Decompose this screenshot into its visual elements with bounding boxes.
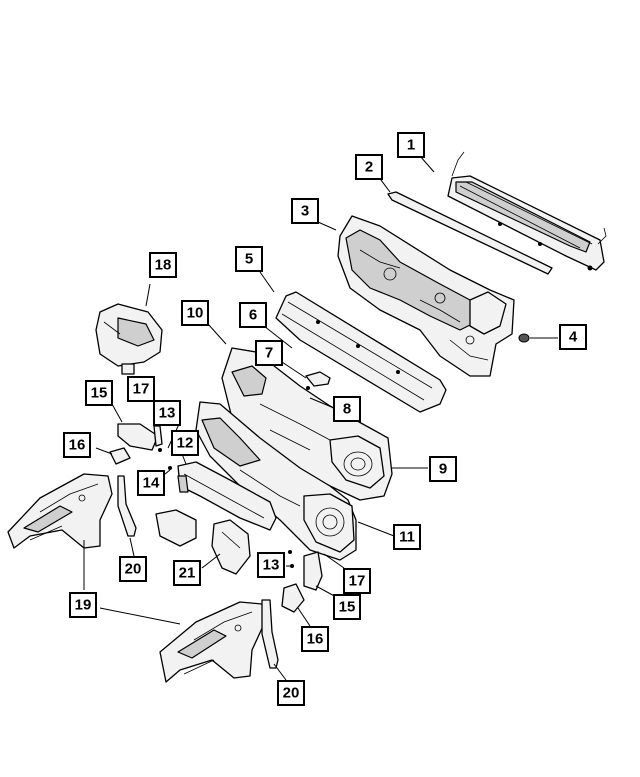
cowl-top-panel — [447, 151, 607, 271]
svg-text:10: 10 — [187, 305, 204, 322]
svg-text:21: 21 — [179, 565, 196, 582]
callout-6: 6 — [239, 302, 267, 328]
callout-20: 20 — [119, 556, 147, 582]
svg-text:20: 20 — [283, 685, 300, 702]
callout-11: 11 — [393, 524, 421, 550]
callout-13-second: 13 — [257, 552, 285, 578]
callout-21: 21 — [173, 560, 201, 586]
svg-text:4: 4 — [569, 329, 578, 346]
svg-text:18: 18 — [155, 257, 172, 274]
callout-17-second: 17 — [343, 568, 371, 594]
callout-20-second: 20 — [277, 680, 305, 706]
svg-text:12: 12 — [177, 435, 194, 452]
fender-support-upper — [117, 475, 137, 537]
svg-text:16: 16 — [69, 437, 86, 454]
svg-text:15: 15 — [91, 385, 108, 402]
callout-16-second: 16 — [301, 626, 329, 652]
right-brackets — [281, 550, 323, 613]
svg-text:15: 15 — [339, 599, 356, 616]
svg-text:7: 7 — [265, 345, 273, 362]
fender-inner-lower — [159, 601, 265, 683]
callout-7: 7 — [255, 340, 283, 366]
callout-4: 4 — [559, 324, 587, 350]
callout-3: 3 — [291, 198, 319, 224]
svg-text:13: 13 — [263, 557, 280, 574]
callout-12: 12 — [171, 430, 199, 456]
cowl-seal-strip — [387, 191, 553, 275]
svg-text:2: 2 — [365, 159, 373, 176]
fender-inner-upper — [7, 473, 113, 549]
callout-2: 2 — [355, 154, 383, 180]
dash-panel-upper — [337, 215, 515, 377]
callout-18: 18 — [149, 252, 177, 278]
callout-15-second: 15 — [333, 594, 361, 620]
callout-5: 5 — [235, 246, 263, 272]
reservoir — [95, 303, 163, 375]
reinforcement — [177, 461, 277, 531]
svg-text:9: 9 — [439, 461, 447, 478]
callout-14: 14 — [137, 470, 165, 496]
svg-text:5: 5 — [245, 251, 253, 268]
callout-8: 8 — [333, 396, 361, 422]
svg-text:13: 13 — [159, 405, 176, 422]
svg-text:19: 19 — [75, 597, 92, 614]
cowl-panel — [275, 291, 447, 413]
svg-text:20: 20 — [125, 561, 142, 578]
svg-text:3: 3 — [301, 203, 309, 220]
svg-text:14: 14 — [143, 475, 160, 492]
callout-13: 13 — [153, 400, 181, 426]
fender-support-lower — [261, 599, 279, 669]
clip — [518, 333, 530, 343]
callout-19: 19 — [69, 592, 97, 618]
callout-9: 9 — [429, 456, 457, 482]
dash-panel-lower — [195, 401, 357, 561]
callout-16: 16 — [63, 432, 91, 458]
callout-1: 1 — [397, 132, 425, 158]
svg-text:8: 8 — [343, 401, 351, 418]
callout-10: 10 — [181, 300, 209, 326]
svg-text:11: 11 — [399, 529, 415, 546]
svg-text:1: 1 — [407, 137, 415, 154]
bracket-lower — [155, 509, 251, 575]
callout-17: 17 — [127, 376, 155, 402]
svg-text:17: 17 — [133, 381, 150, 398]
svg-text:16: 16 — [307, 631, 324, 648]
callout-15: 15 — [85, 380, 113, 406]
svg-text:6: 6 — [249, 307, 257, 324]
svg-text:17: 17 — [349, 573, 366, 590]
left-brackets — [109, 423, 172, 470]
leader-lines — [83, 155, 558, 681]
